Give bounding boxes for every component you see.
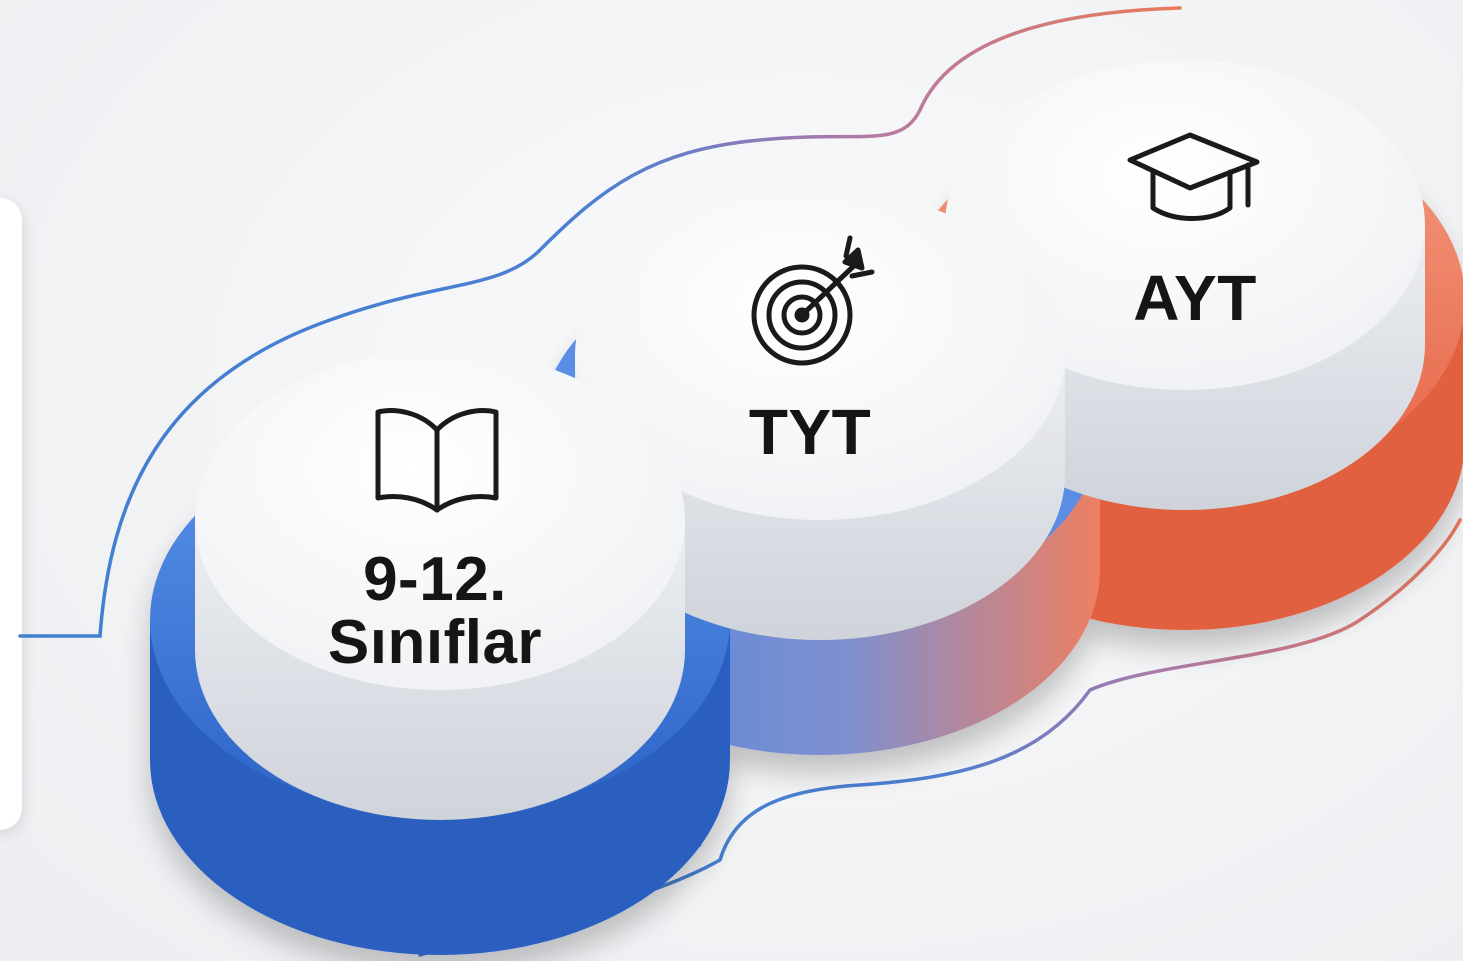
- ayt-label: AYT: [1133, 262, 1257, 334]
- grades-label-line1: 9-12.: [363, 545, 507, 614]
- target-arrow-icon: [751, 235, 875, 366]
- tyt-label: TYT: [748, 396, 872, 468]
- grades-disc[interactable]: [195, 350, 685, 820]
- tyt-disc[interactable]: [575, 190, 1065, 640]
- side-panel: [0, 198, 22, 830]
- grades-label-line2: Sınıflar: [327, 608, 543, 678]
- outer-top-line: [18, 6, 1182, 638]
- grades-label: 9-12. Sınıflar: [300, 545, 570, 678]
- open-book-icon: [375, 408, 499, 513]
- graduation-cap-icon: [1127, 132, 1260, 221]
